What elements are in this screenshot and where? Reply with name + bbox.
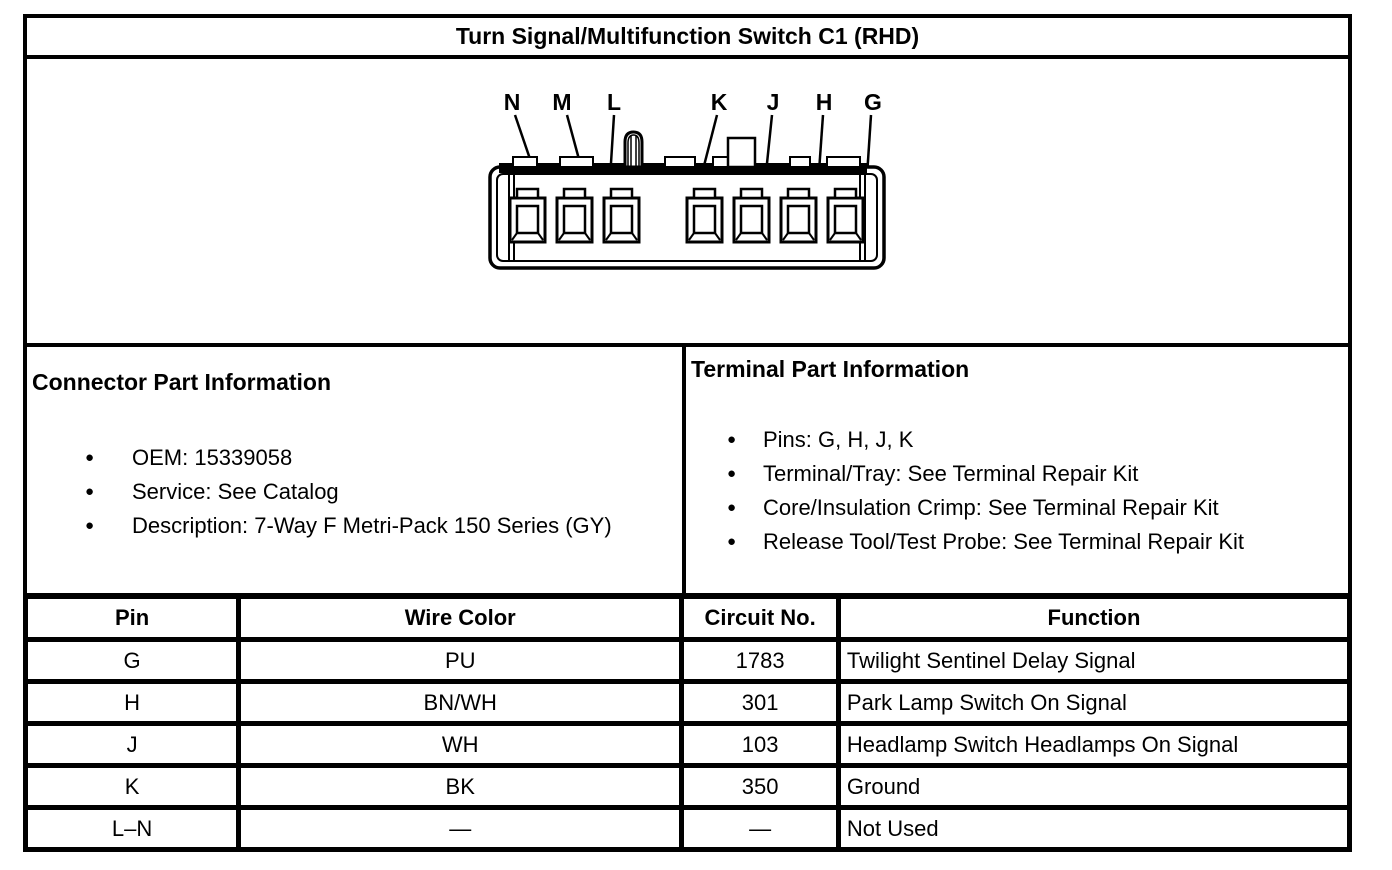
col-header-pin: Pin bbox=[22, 594, 242, 642]
top-rail-ribs bbox=[512, 156, 861, 168]
wire-color-cell: PU bbox=[236, 637, 685, 684]
col-header-function: Function bbox=[835, 594, 1353, 642]
list-item: Pins: G, H, J, K bbox=[686, 423, 1348, 457]
mounting-post bbox=[623, 130, 644, 169]
pin-cavity-j bbox=[732, 187, 771, 244]
pin-cell: G bbox=[22, 637, 242, 684]
pin-cavity-n bbox=[508, 187, 547, 244]
function-cell: Headlamp Switch Headlamps On Signal bbox=[835, 721, 1353, 768]
circuit-no-cell: 1783 bbox=[679, 637, 841, 684]
pin-label-k: K bbox=[711, 89, 728, 115]
pin-cell: H bbox=[22, 679, 242, 726]
connector-diagram: N M L K J H G bbox=[488, 89, 886, 270]
pin-label-l: L bbox=[607, 89, 621, 115]
wire-color-cell: WH bbox=[236, 721, 685, 768]
list-item: OEM: 15339058 bbox=[27, 441, 682, 475]
function-cell: Twilight Sentinel Delay Signal bbox=[835, 637, 1353, 684]
circuit-no-cell: 301 bbox=[679, 679, 841, 726]
function-cell: Not Used bbox=[835, 805, 1353, 852]
circuit-no-cell: 103 bbox=[679, 721, 841, 768]
col-header-circuit-no: Circuit No. bbox=[679, 594, 841, 642]
function-cell: Ground bbox=[835, 763, 1353, 810]
terminal-part-info-list: Pins: G, H, J, K Terminal/Tray: See Term… bbox=[686, 423, 1348, 559]
list-item: Terminal/Tray: See Terminal Repair Kit bbox=[686, 457, 1348, 491]
index-tab bbox=[726, 136, 757, 169]
table-header-row: Pin Wire Color Circuit No. Function bbox=[22, 594, 1353, 642]
pin-label-h: H bbox=[816, 89, 833, 115]
pin-label-m: M bbox=[552, 89, 571, 115]
table-row: H BN/WH 301 Park Lamp Switch On Signal bbox=[22, 679, 1353, 726]
pin-label-j: J bbox=[767, 89, 780, 115]
list-item: Description: 7-Way F Metri-Pack 150 Seri… bbox=[27, 509, 682, 543]
terminal-part-info-heading: Terminal Part Information bbox=[691, 356, 970, 382]
pin-cavities bbox=[508, 187, 865, 244]
pin-cell: K bbox=[22, 763, 242, 810]
table-row: J WH 103 Headlamp Switch Headlamps On Si… bbox=[22, 721, 1353, 768]
page-title: Turn Signal/Multifunction Switch C1 (RHD… bbox=[455, 23, 920, 49]
col-header-wire-color: Wire Color bbox=[236, 594, 685, 642]
pin-cavity-h bbox=[779, 187, 818, 244]
title-bar: Turn Signal/Multifunction Switch C1 (RHD… bbox=[23, 14, 1352, 59]
list-item: Service: See Catalog bbox=[27, 475, 682, 509]
wire-color-cell: BK bbox=[236, 763, 685, 810]
list-item: Release Tool/Test Probe: See Terminal Re… bbox=[686, 525, 1348, 559]
pin-cavity-m bbox=[555, 187, 594, 244]
function-cell: Park Lamp Switch On Signal bbox=[835, 679, 1353, 726]
connector-part-info-list: OEM: 15339058 Service: See Catalog Descr… bbox=[27, 441, 682, 543]
table-row: K BK 350 Ground bbox=[22, 763, 1353, 810]
connector-part-info-panel: Connector Part Information OEM: 15339058… bbox=[23, 343, 686, 597]
pin-table: Pin Wire Color Circuit No. Function G PU… bbox=[22, 594, 1353, 852]
circuit-no-cell: — bbox=[679, 805, 841, 852]
pin-label-g: G bbox=[864, 89, 882, 115]
pin-cell: J bbox=[22, 721, 242, 768]
pin-cavity-l bbox=[602, 187, 641, 244]
table-row: G PU 1783 Twilight Sentinel Delay Signal bbox=[22, 637, 1353, 684]
terminal-part-info-panel: Terminal Part Information Pins: G, H, J,… bbox=[682, 343, 1352, 597]
pin-cavity-k bbox=[685, 187, 724, 244]
table-row: L–N — — Not Used bbox=[22, 805, 1353, 852]
wire-color-cell: — bbox=[236, 805, 685, 852]
circuit-no-cell: 350 bbox=[679, 763, 841, 810]
pin-label-n: N bbox=[504, 89, 521, 115]
connector-part-info-heading: Connector Part Information bbox=[32, 369, 332, 395]
pin-cell: L–N bbox=[22, 805, 242, 852]
wire-color-cell: BN/WH bbox=[236, 679, 685, 726]
list-item: Core/Insulation Crimp: See Terminal Repa… bbox=[686, 491, 1348, 525]
pin-cavity-g bbox=[826, 187, 865, 244]
